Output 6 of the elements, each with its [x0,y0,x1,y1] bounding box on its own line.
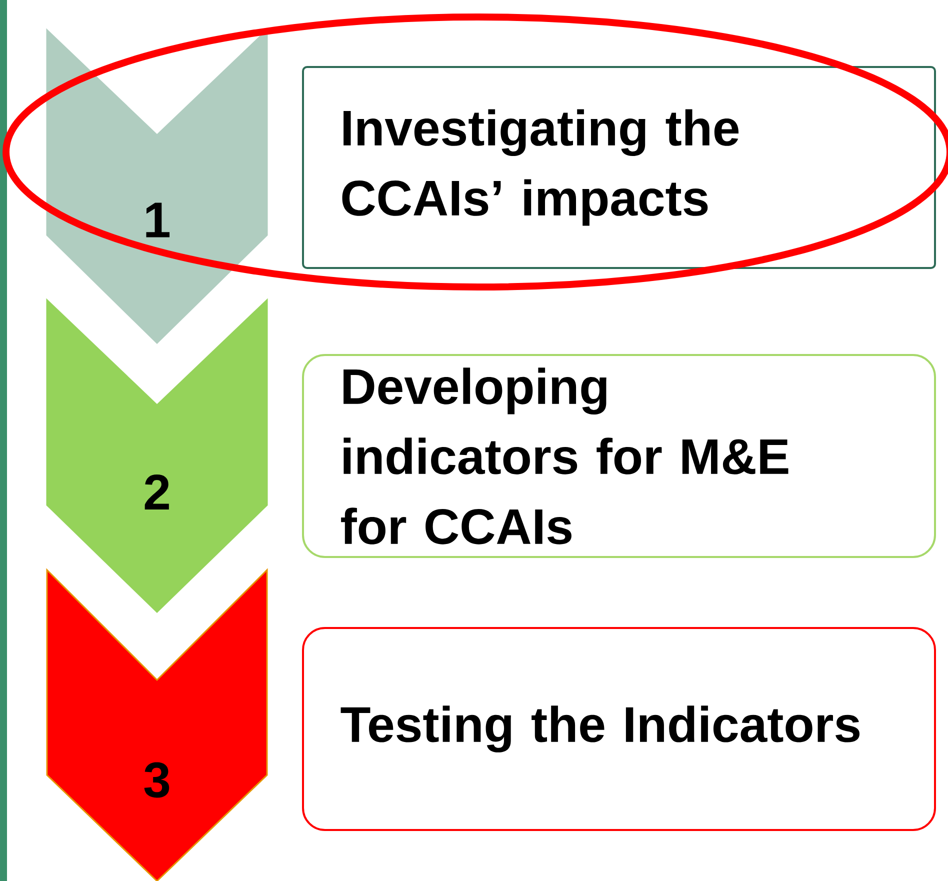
step-number-badge: 1 [46,28,268,344]
step-number-badge: 2 [46,298,268,614]
text-box: Testing the Indicators [302,627,936,831]
text-box: Investigating the CCAIs’ impacts [302,66,936,269]
text-box: Developing indicators for M&E for CCAIs [302,354,936,558]
step-number-badge: 3 [46,568,268,881]
